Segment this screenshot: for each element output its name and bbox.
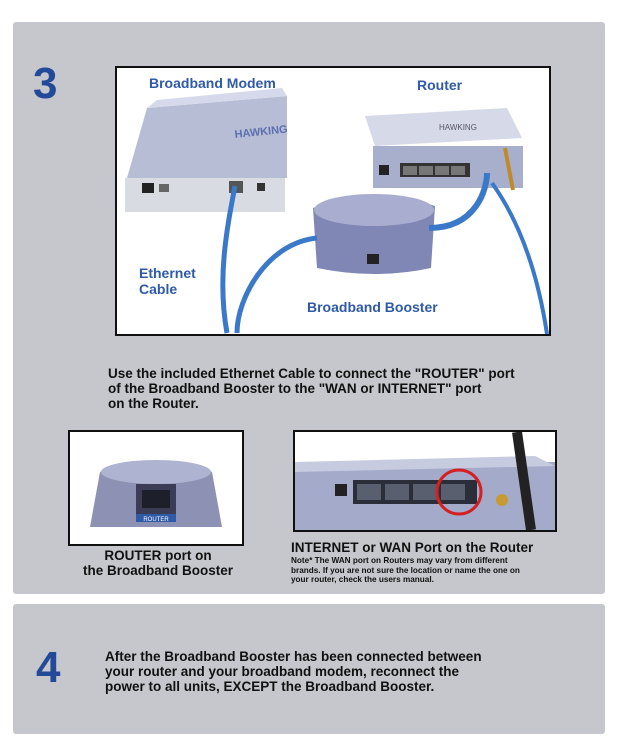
booster-device-image [313,194,435,274]
main-setup-photo: HAWKING HAWKING [115,66,551,336]
label-ethernet: Ethernet [139,265,196,281]
ethernet-cable-booster [234,235,318,334]
right-photo-caption-title: INTERNET or WAN Port on the Router [291,540,534,555]
step-number: 4 [36,643,61,692]
step-3-panel: 3 HAWKING [13,22,605,594]
booster-port-illustration: ROUTER [90,460,222,527]
router-port-label: ROUTER [143,517,169,523]
note-line: your router, check the users manual. [291,575,434,584]
note-line: Note* The WAN port on Routers may vary f… [291,556,508,565]
instruction-line: on the Router. [108,396,199,411]
router-wan-port-photo [293,430,557,532]
booster-port-photo: ROUTER [68,430,244,546]
instruction-line: Use the included Ethernet Cable to conne… [108,366,515,381]
caption-line: the Broadband Booster [82,563,233,578]
label-broadband-booster: Broadband Booster [307,299,438,315]
caption-line: ROUTER port on [104,548,212,563]
note-line: brands. If you are not sure the location… [291,565,520,575]
instruction-line: After the Broadband Booster has been con… [105,649,482,664]
setup-illustration: HAWKING HAWKING [125,75,549,334]
modem-device-image [125,88,287,212]
router-device-image [365,108,523,191]
modem-logo: HAWKING [234,123,288,140]
step-number: 3 [33,59,58,108]
instruction-line: of the Broadband Booster to the "WAN or … [108,381,482,396]
label-cable: Cable [139,281,177,297]
step-3-instructions: Use the included Ethernet Cable to conne… [108,366,588,411]
instruction-line: power to all units, EXCEPT the Broadband… [105,679,435,694]
router-logo: HAWKING [439,123,477,132]
ethernet-cable-modem [220,185,238,334]
wan-port-highlight-circle [435,468,483,516]
right-photo-note: Note* The WAN port on Routers may vary f… [291,556,591,585]
ethernet-cable-router [428,172,490,231]
left-photo-caption: ROUTER port on the Broadband Booster [58,548,258,578]
label-router: Router [417,77,463,93]
router-power-cable [490,181,549,334]
router-wan-illustration [295,432,555,530]
label-broadband-modem: Broadband Modem [149,75,276,91]
instruction-line: your router and your broadband modem, re… [105,664,460,679]
step-4-instructions: After the Broadband Booster has been con… [105,649,585,694]
step-4-panel: 4 After the Broadband Booster has been c… [13,604,605,734]
